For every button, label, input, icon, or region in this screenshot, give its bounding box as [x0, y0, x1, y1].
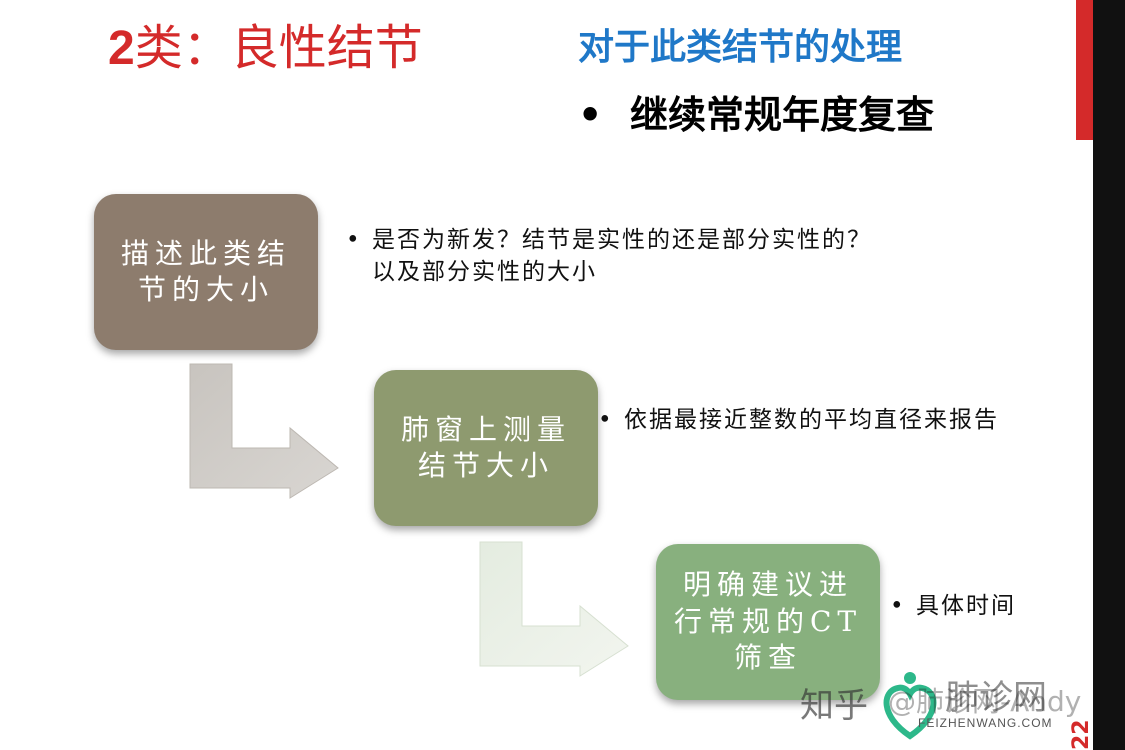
red-accent-bar [1076, 0, 1093, 140]
watermark: 知乎 肺诊网 FEIZHENWANG.COM [800, 666, 1100, 746]
step-box-1-label: 描述此类结节的大小 [120, 236, 291, 306]
author-watermark: @肺诊网-Andy [888, 685, 1082, 718]
zhihu-watermark-text: 知乎 [800, 686, 868, 726]
slide-title: 2类：良性结节 [108, 8, 423, 78]
step-1-note-text: 是否为新发？结节是实性的还是部分实性的？以及部分实性的大小 [372, 227, 872, 286]
site-name-watermark: 肺诊网 [945, 678, 1047, 718]
step-3-note: • 具体时间 [890, 590, 1026, 622]
title-text: 类：良性结节 [134, 20, 423, 76]
bullet-dot: • [346, 227, 362, 253]
bullet-dot: • [890, 593, 906, 619]
title-number: 2 [108, 22, 135, 75]
main-bullet: • 继续常规年度复查 [578, 84, 934, 139]
step-2-note: • 依据最接近整数的平均直径来报告 [598, 404, 1024, 436]
step-box-2-label: 肺窗上测量结节大小 [400, 412, 571, 482]
bullet-dot: • [578, 93, 603, 137]
step-box-2: 肺窗上测量结节大小 [374, 370, 598, 526]
slide-subtitle: 对于此类结节的处理 [578, 27, 903, 68]
site-domain-watermark: FEIZHENWANG.COM [918, 716, 1053, 730]
flow-arrow-2 [479, 541, 629, 677]
flow-arrow-1 [189, 363, 339, 499]
step-1-note: • 是否为新发？结节是实性的还是部分实性的？以及部分实性的大小 [346, 224, 892, 288]
step-2-note-text: 依据最接近整数的平均直径来报告 [624, 407, 999, 433]
feizhenwang-logo-icon [883, 672, 937, 740]
step-box-3-label: 明确建议进行常规的CT筛查 [673, 568, 863, 675]
bullet-dot: • [598, 407, 614, 433]
right-edge-bar [1093, 0, 1125, 750]
step-3-note-text: 具体时间 [916, 593, 1016, 619]
step-box-3: 明确建议进行常规的CT筛查 [656, 544, 880, 700]
step-box-1: 描述此类结节的大小 [94, 194, 318, 350]
main-bullet-text: 继续常规年度复查 [630, 93, 935, 137]
